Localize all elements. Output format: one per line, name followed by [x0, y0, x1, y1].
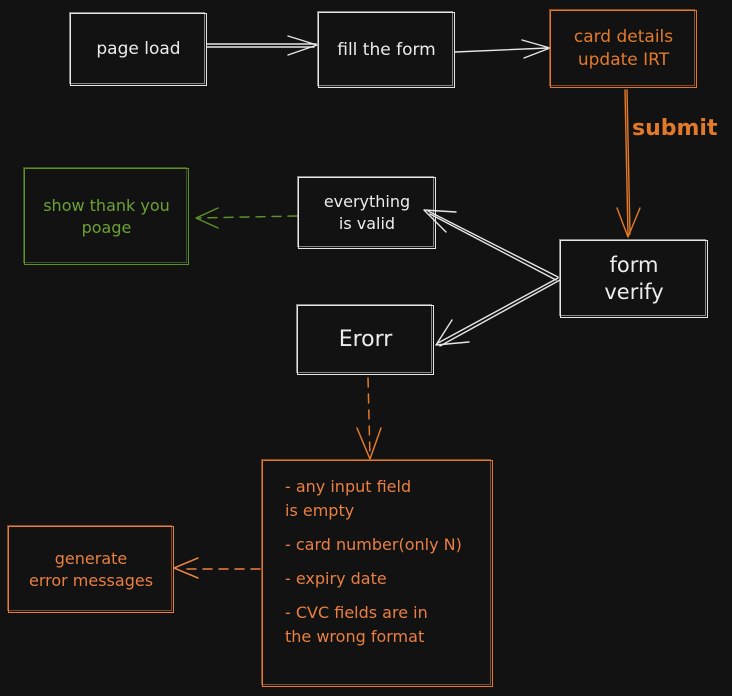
- node-everything-valid: everything is valid: [297, 176, 436, 249]
- arrow-verify-to-valid: [423, 209, 559, 281]
- node-error: Erorr: [296, 304, 434, 375]
- node-fill-form-label: fill the form: [337, 39, 436, 60]
- node-show-thank-you-label: show thank you poage: [43, 195, 170, 237]
- node-error-conditions: - any input field is empty - card number…: [261, 459, 493, 687]
- error-condition-item: - card number(only N): [285, 535, 462, 554]
- arrow-pageload-to-fill: [206, 35, 318, 56]
- node-generate-errors: generate error messages: [7, 525, 174, 613]
- arrow-fill-to-card: [454, 39, 551, 59]
- error-conditions-list: - any input field is empty - card number…: [285, 475, 462, 659]
- edge-label-submit: submit: [632, 116, 718, 141]
- error-condition-item: - expiry date: [285, 569, 387, 588]
- arrow-card-to-verify: [616, 89, 641, 238]
- node-form-verify-label: form verify: [604, 252, 664, 304]
- node-card-details-label: card details update IRT: [573, 27, 674, 70]
- error-condition-item: - any input field is empty: [285, 477, 412, 520]
- node-everything-valid-label: everything is valid: [323, 192, 411, 233]
- arrow-conditions-to-generate: [173, 557, 261, 579]
- node-form-verify: form verify: [559, 239, 708, 318]
- node-error-label: Erorr: [338, 327, 393, 353]
- node-fill-form: fill the form: [317, 11, 455, 88]
- node-page-load-label: page load: [96, 39, 181, 60]
- arrow-verify-to-error: [435, 277, 561, 347]
- arrow-valid-to-thankyou: [195, 207, 298, 229]
- error-condition-item: - CVC fields are in the wrong format: [285, 603, 428, 646]
- node-show-thank-you: show thank you poage: [23, 167, 189, 265]
- arrow-error-to-conditions: [356, 377, 382, 460]
- node-card-details: card details update IRT: [549, 9, 697, 88]
- node-generate-errors-label: generate error messages: [28, 548, 154, 590]
- node-page-load: page load: [69, 12, 207, 86]
